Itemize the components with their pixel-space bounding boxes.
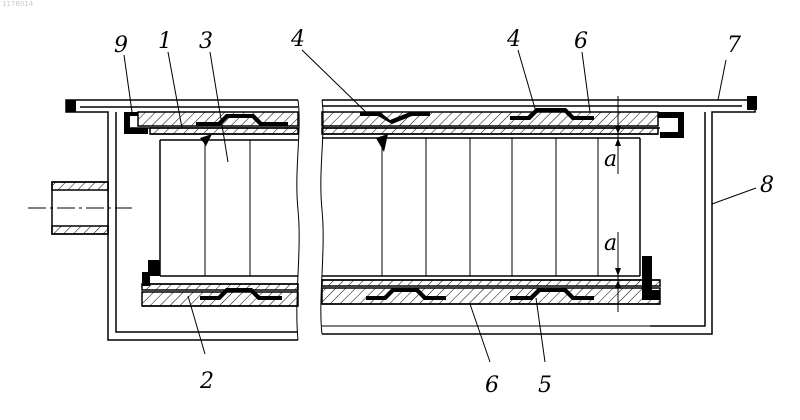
callout-6-bottom: 6 [485,373,499,398]
callouts: 9 1 3 4 4 6 7 8 2 6 5 a a [114,27,774,398]
callout-7: 7 [727,33,741,58]
callout-4-left: 4 [290,27,305,52]
callout-8: 8 [760,173,774,198]
springs [196,108,594,300]
blade-stack [160,138,640,276]
callout-4-right: 4 [506,27,521,52]
callout-2: 2 [199,369,214,394]
dimension-a-top: a [604,147,617,172]
break-lines [297,100,323,340]
lower-plates [142,280,660,306]
callout-5: 5 [538,373,552,398]
callout-6-top: 6 [574,29,588,54]
dimension-a-bottom: a [604,231,617,256]
callout-3: 3 [199,29,213,54]
watermark-text: 1178014 [2,0,34,8]
callout-9: 9 [114,33,128,58]
callout-1: 1 [158,29,172,54]
leader-lines [124,50,756,362]
